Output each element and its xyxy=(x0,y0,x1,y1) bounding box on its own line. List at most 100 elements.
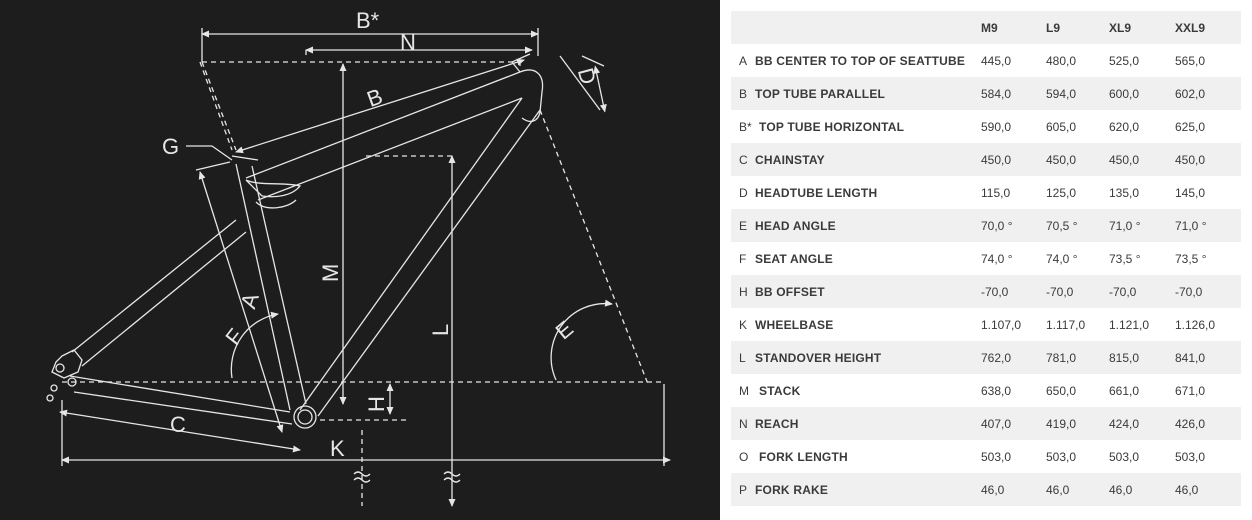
row-value: 74,0 ° xyxy=(1046,242,1109,275)
row-value: 590,0 xyxy=(981,110,1046,143)
row-value: 600,0 xyxy=(1109,77,1175,110)
row-value: 424,0 xyxy=(1109,407,1175,440)
row-value: 503,0 xyxy=(1109,440,1175,473)
row-value: 661,0 xyxy=(1109,374,1175,407)
row-code: M xyxy=(731,374,755,407)
row-name: BB OFFSET xyxy=(755,275,981,308)
row-value: 46,0 xyxy=(981,473,1046,506)
row-code: F xyxy=(731,242,755,275)
row-value: -70,0 xyxy=(1109,275,1175,308)
row-name: REACH xyxy=(755,407,981,440)
header-code xyxy=(731,11,755,44)
row-code: O xyxy=(731,440,755,473)
dimension-lines xyxy=(59,28,671,507)
row-value: 73,5 ° xyxy=(1175,242,1241,275)
row-value: 602,0 xyxy=(1175,77,1241,110)
row-value: 841,0 xyxy=(1175,341,1241,374)
row-name: TOP TUBE PARALLEL xyxy=(755,77,981,110)
row-value: 70,5 ° xyxy=(1046,209,1109,242)
row-value: 70,0 ° xyxy=(981,209,1046,242)
label-f: F xyxy=(220,324,248,350)
row-value: 419,0 xyxy=(1046,407,1109,440)
row-value: 450,0 xyxy=(1109,143,1175,176)
header-size-xxl9: XXL9 xyxy=(1175,11,1241,44)
label-a: A xyxy=(235,290,263,312)
row-name: FORK LENGTH xyxy=(755,440,981,473)
row-value: 1.121,0 xyxy=(1109,308,1175,341)
row-value: 625,0 xyxy=(1175,110,1241,143)
label-d: D xyxy=(573,65,601,87)
label-bstar: B* xyxy=(356,8,380,33)
row-name: STACK xyxy=(755,374,981,407)
row-value: 620,0 xyxy=(1109,110,1175,143)
row-value: 450,0 xyxy=(981,143,1046,176)
row-value: -70,0 xyxy=(981,275,1046,308)
row-name: HEADTUBE LENGTH xyxy=(755,176,981,209)
row-value: 135,0 xyxy=(1109,176,1175,209)
frame-drawing: B* N B D G M A F L E H C K xyxy=(46,8,671,507)
row-code: B xyxy=(731,77,755,110)
row-value: 565,0 xyxy=(1175,44,1241,77)
label-g: G xyxy=(162,134,179,159)
row-name: FORK RAKE xyxy=(755,473,981,506)
row-code: B* xyxy=(731,110,755,143)
row-value: 71,0 ° xyxy=(1109,209,1175,242)
row-value: 426,0 xyxy=(1175,407,1241,440)
row-code: L xyxy=(731,341,755,374)
row-value: -70,0 xyxy=(1175,275,1241,308)
row-value: 503,0 xyxy=(1046,440,1109,473)
row-value: 46,0 xyxy=(1175,473,1241,506)
row-value: 445,0 xyxy=(981,44,1046,77)
label-n: N xyxy=(400,30,416,55)
header-name xyxy=(755,11,981,44)
row-value: 605,0 xyxy=(1046,110,1109,143)
row-value: 450,0 xyxy=(1046,143,1109,176)
row-name: CHAINSTAY xyxy=(755,143,981,176)
row-value: 115,0 xyxy=(981,176,1046,209)
row-value: 815,0 xyxy=(1109,341,1175,374)
row-value: 450,0 xyxy=(1175,143,1241,176)
table-header-row: M9 L9 XL9 XXL9 xyxy=(731,11,1241,44)
label-l: L xyxy=(428,324,453,336)
label-m: M xyxy=(318,264,343,282)
row-name: STANDOVER HEIGHT xyxy=(755,341,981,374)
label-k: K xyxy=(330,436,345,461)
row-value: 503,0 xyxy=(1175,440,1241,473)
row-value: 46,0 xyxy=(1109,473,1175,506)
row-value: 525,0 xyxy=(1109,44,1175,77)
row-name: BB CENTER TO TOP OF SEATTUBE xyxy=(755,44,981,77)
dimension-labels: B* N B D G M A F L E H C K xyxy=(162,8,601,461)
row-value: 1.107,0 xyxy=(981,308,1046,341)
row-value: 125,0 xyxy=(1046,176,1109,209)
frame-outline xyxy=(46,53,544,429)
row-value: 671,0 xyxy=(1175,374,1241,407)
row-code: A xyxy=(731,44,755,77)
label-b: B xyxy=(364,83,386,112)
row-value: 145,0 xyxy=(1175,176,1241,209)
header-size-l9: L9 xyxy=(1046,11,1109,44)
row-value: 46,0 xyxy=(1046,473,1109,506)
row-value: 1.117,0 xyxy=(1046,308,1109,341)
row-code: K xyxy=(731,308,755,341)
frame-geometry-diagram: B* N B D G M A F L E H C K xyxy=(0,0,720,520)
row-code: D xyxy=(731,176,755,209)
row-value: 638,0 xyxy=(981,374,1046,407)
row-code: E xyxy=(731,209,755,242)
row-code: H xyxy=(731,275,755,308)
row-value: 594,0 xyxy=(1046,77,1109,110)
row-value: 503,0 xyxy=(981,440,1046,473)
row-value: 73,5 ° xyxy=(1109,242,1175,275)
